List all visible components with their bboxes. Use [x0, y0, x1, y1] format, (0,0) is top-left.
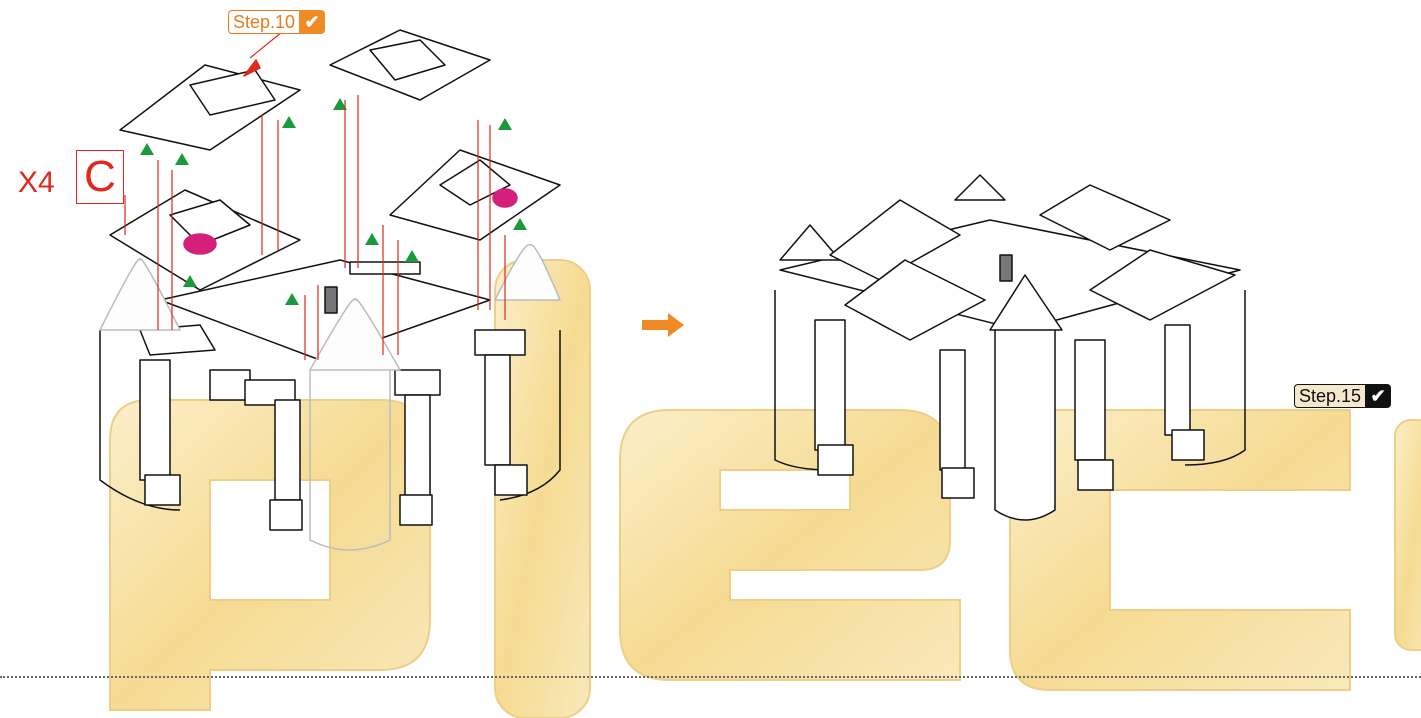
completed-view: [774, 174, 1246, 521]
part-letter-box: C: [76, 150, 124, 204]
step-15-badge: Step.15 ✔: [1294, 384, 1392, 408]
step-10-label: Step.10: [228, 10, 300, 34]
exploded-view: [99, 29, 561, 551]
dotted-divider: [0, 676, 1421, 678]
arrow-right-icon: [642, 313, 684, 337]
part-quantity: X4: [18, 166, 55, 199]
step-10-badge: Step.10 ✔: [228, 10, 326, 34]
check-icon: ✔: [299, 10, 326, 34]
step-15-label: Step.15: [1294, 384, 1366, 408]
check-icon: ✔: [1365, 384, 1392, 408]
